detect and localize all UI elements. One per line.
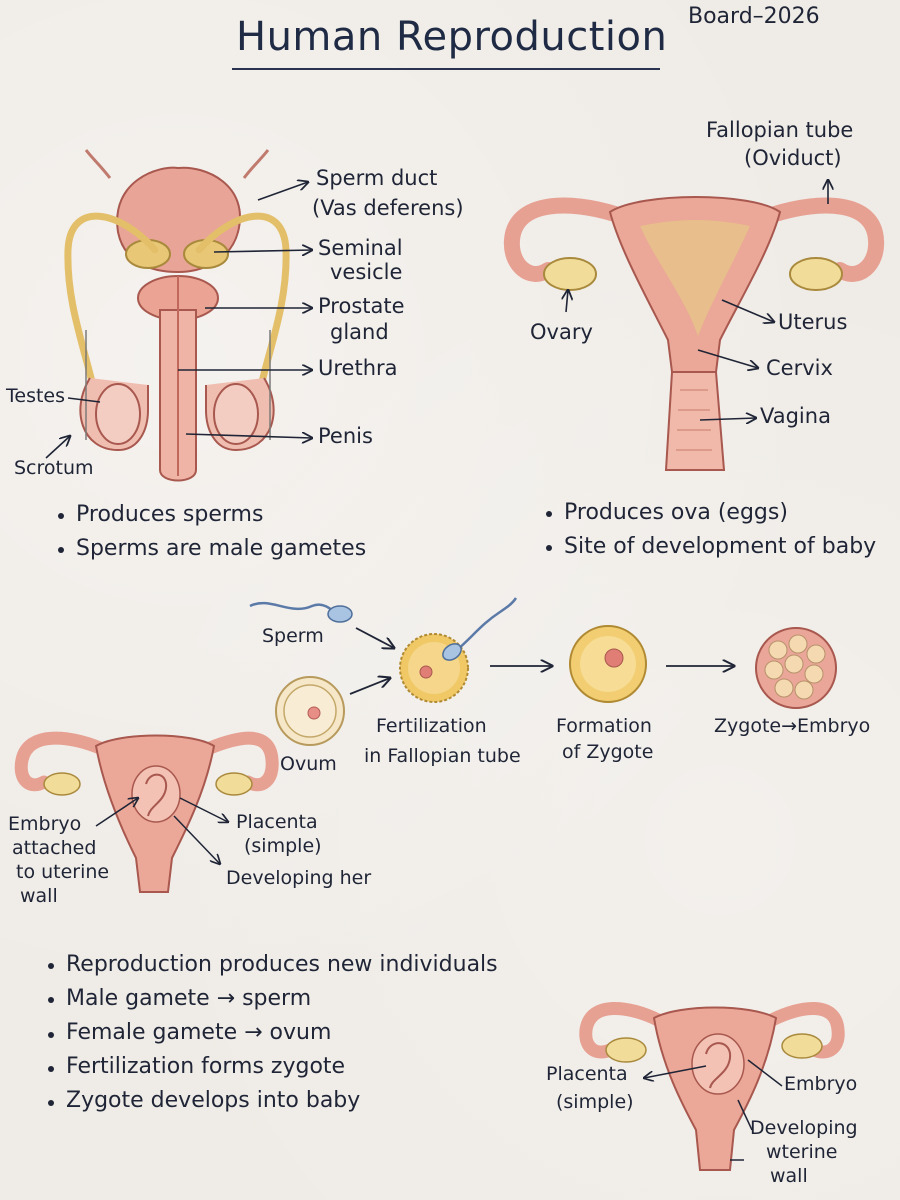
male-pointer-lines: [45, 182, 312, 459]
label-testes: Testes: [6, 385, 66, 407]
label-sperm-duct: Sperm duct: [316, 166, 438, 190]
testis-right: [213, 383, 259, 445]
sperm-tail: [249, 601, 335, 613]
label-in-fallopian-tube: in Fallopian tube: [364, 745, 521, 767]
label-zygote-embryo: Zygote→Embryo: [714, 715, 871, 737]
summary-bullet: Reproduction produces new individuals: [46, 948, 498, 982]
label-penis: Penis: [318, 424, 373, 448]
ovary-right: [789, 257, 843, 291]
label-ovary: Ovary: [530, 320, 593, 344]
label-vagina: Vagina: [760, 404, 831, 428]
title-underline: [232, 68, 660, 70]
label-placenta-simple: (simple): [244, 835, 322, 857]
label-prostate: Prostate: [318, 294, 405, 318]
label-vas-deferens: (Vas deferens): [312, 196, 464, 220]
fertilization-sequence: [249, 597, 837, 746]
sperm-head: [327, 605, 353, 623]
female-reproductive-diagram: [503, 196, 885, 471]
male-reproductive-diagram: [64, 149, 290, 482]
label-scrotum: Scrotum: [14, 457, 94, 479]
label-fallopian-tube: Fallopian tube: [706, 118, 854, 142]
label-seminal: Seminal: [318, 236, 403, 260]
label-placenta-simple-right: (simple): [556, 1091, 634, 1113]
summary-bullet: Female gamete → ovum: [46, 1016, 498, 1050]
label-wterine-right: wterine: [766, 1141, 838, 1163]
label-oviduct: (Oviduct): [744, 146, 842, 170]
label-developing-right: Developing: [750, 1117, 858, 1139]
label-developing: Developing her: [226, 867, 372, 889]
label-wall-right: wall: [770, 1165, 808, 1187]
pregnancy-right-pointers: [644, 1059, 783, 1161]
summary-bullet-list: Reproduction produces new individuals Ma…: [46, 948, 498, 1118]
label-sperm: Sperm: [262, 625, 324, 647]
summary-bullet: Male gamete → sperm: [46, 982, 498, 1016]
female-pointer-lines: [566, 180, 828, 420]
summary-bullet: Fertilization forms zygote: [46, 1050, 498, 1084]
page-title: Human Reproduction: [236, 14, 668, 60]
label-ovum: Ovum: [280, 753, 337, 775]
pregnancy-left-diagram: [14, 731, 279, 893]
vagina-shape: [664, 371, 726, 471]
label-urethra: Urethra: [318, 356, 398, 380]
label-attached: attached: [12, 837, 97, 859]
label-vesicle: vesicle: [330, 260, 403, 284]
vas-deferens-left: [64, 212, 159, 414]
label-uterus: Uterus: [778, 310, 848, 334]
label-embryo-right: Embryo: [784, 1073, 858, 1095]
label-gland: gland: [330, 320, 389, 344]
label-cervix: Cervix: [766, 356, 833, 380]
male-bullet: Produces sperms: [56, 498, 366, 532]
board-label: Board–2026: [688, 4, 820, 29]
female-bullet: Produces ova (eggs): [544, 496, 876, 530]
label-embryo: Embryo: [8, 813, 82, 835]
fallopian-tube-right: [767, 197, 885, 282]
label-fertilization: Fertilization: [376, 715, 487, 737]
female-bullet-list: Produces ova (eggs) Site of development …: [544, 496, 876, 564]
pregnancy-left-pointers: [95, 798, 228, 864]
label-to-uterine: to uterine: [16, 861, 110, 883]
label-placenta-right: Placenta: [546, 1063, 628, 1085]
label-of-zygote: of Zygote: [562, 741, 654, 763]
male-bullet-list: Produces sperms Sperms are male gametes: [56, 498, 366, 566]
male-bullet: Sperms are male gametes: [56, 532, 366, 566]
female-bullet: Site of development of baby: [544, 530, 876, 564]
sequence-arrows: [349, 627, 734, 695]
fallopian-tube-left: [503, 197, 623, 282]
label-formation: Formation: [556, 715, 652, 737]
label-wall: wall: [20, 885, 58, 907]
testis-left: [95, 383, 141, 445]
pregnancy-right-diagram: [579, 1002, 845, 1171]
ovary-left: [543, 257, 597, 291]
summary-bullet: Zygote develops into baby: [46, 1084, 498, 1118]
label-placenta: Placenta: [236, 811, 318, 833]
